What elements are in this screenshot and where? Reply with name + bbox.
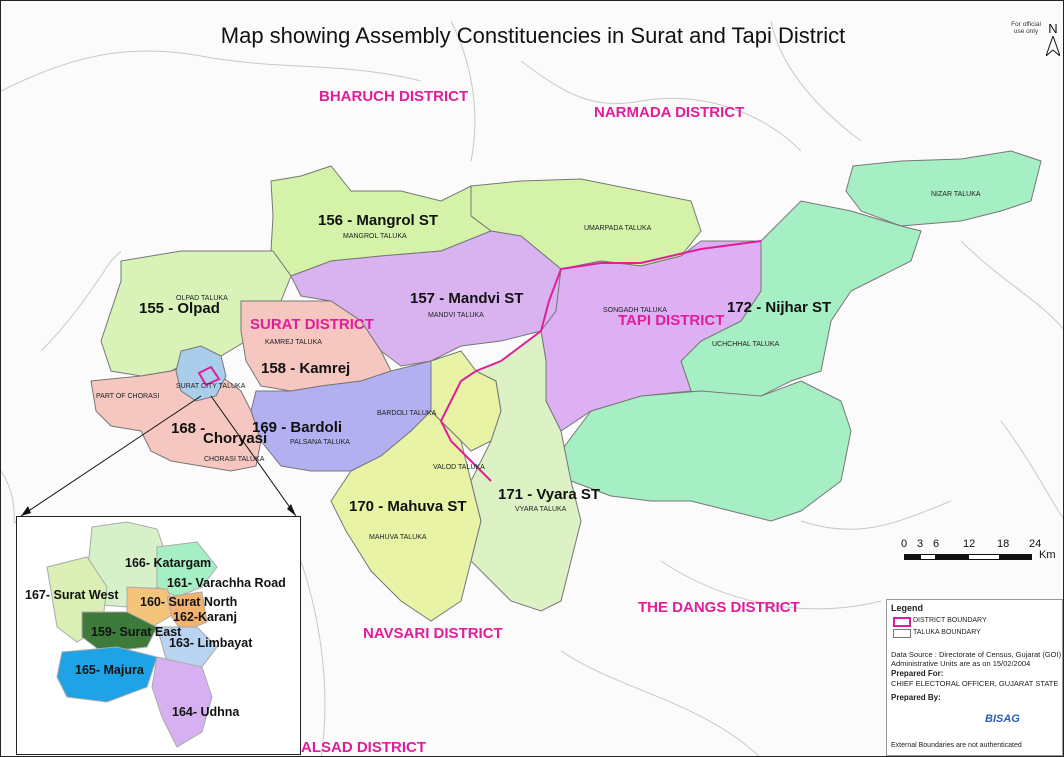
scale-unit: Km [1039,549,1056,561]
taluka-label-olpad: OLPAD TALUKA [176,295,228,302]
legend-taluka-label: TALUKA BOUNDARY [913,629,981,636]
district-boundary-north [560,240,762,270]
inset-label-surat-west: 167- Surat West [25,588,119,602]
scale-tick-12: 12 [963,538,976,550]
scale-tick-0: 0 [901,538,908,550]
inset-canvas [46,521,218,748]
constituency-label-mangrol: 156 - Mangrol ST [318,212,439,229]
constituency-label-olpad: 155 - Olpad [139,300,220,317]
inset-pointer-left [20,395,202,517]
legend-district-label: DISTRICT BOUNDARY [913,617,987,624]
inset-label-varachha: 161- Varachha Road [167,576,286,590]
legend-admin-units: Administrative Units are as on 15/02/200… [891,659,1031,668]
choryasi-region [90,360,262,472]
constituency-label-bardoli: 169 - Bardoli [252,419,343,436]
inset-pointer-right [210,395,297,517]
legend-district-swatch [893,617,911,627]
district-label-dangs: THE DANGS DISTRICT [638,599,800,616]
scale-tick-24: 24 [1029,538,1042,550]
district-label-navsari: NAVSARI DISTRICT [363,625,503,642]
taluka-label-mandvi: MANDVI TALUKA [428,312,484,319]
constituency-label-choryasi-num: 168 - [171,420,206,437]
inset-limbayat-shape [156,626,218,668]
taluka-label-mahuva: MAHUVA TALUKA [369,534,427,541]
constituency-label-vyara: 171 - Vyara ST [498,486,601,503]
uchchhal-region [560,380,852,522]
inset-label-surat-north: 160- Surat North [140,595,238,609]
legend-prepared-by-label: Prepared By: [891,693,941,702]
constituency-label-mandvi: 157 - Mandvi ST [410,290,524,307]
taluka-label-uchchhal: UCHCHHAL TALUKA [712,341,780,348]
constituency-label-mahuva: 170 - Mahuva ST [349,498,467,515]
nizar-taluka-shape [845,150,1042,227]
inset-label-udhna: 164- Udhna [172,705,240,719]
legend-prepared-for: CHIEF ELECTORAL OFFICER, GUJARAT STATE [891,679,1059,688]
inset-label-katargam: 166- Katargam [125,556,212,570]
taluka-label-surat-city: SURAT CITY TALUKA [176,383,246,390]
legend-taluka-swatch [893,629,911,638]
map-title: Map showing Assembly Constituencies in S… [220,23,846,48]
inset-arrow-left [21,506,31,516]
legend-data-source: Data Source : Directorate of Census, Guj… [891,650,1062,659]
taluka-label-songadh: SONGADH TALUKA [603,307,667,314]
surat-city-region [175,345,227,402]
taluka-label-mangrol: MANGROL TALUKA [343,233,407,240]
taluka-label-vyara: VYARA TALUKA [515,506,567,513]
bisag-logo: BISAG [985,713,1020,725]
taluka-label-bardoli: BARDOLI TALUKA [377,410,437,417]
outer-boundaries [1,20,1063,756]
inset-map: 166- Katargam 161- Varachha Road 167- Su… [16,516,301,755]
inset-label-majura: 165- Majura [75,663,144,677]
scale-bar: 0 3 6 12 18 24 Km [901,538,1061,562]
district-label-tapi: TAPI DISTRICT [618,312,725,329]
district-boundary-west [439,268,562,482]
scale-tick-3: 3 [917,538,924,550]
inset-surat-east-shape [81,611,158,653]
taluka-label-chorasi: CHORASI TALUKA [204,456,265,463]
taluka-label-palsana: PALSANA TALUKA [290,439,350,446]
inset-majura-shape [56,646,158,703]
scale-tick-18: 18 [997,538,1010,550]
vyara-region [470,330,582,612]
taluka-label-kamrej: KAMREJ TALUKA [265,339,322,346]
scale-bar-graphic: Km [901,549,1061,562]
district-label-bharuch: BHARUCH DISTRICT [319,88,469,105]
inset-label-surat-east: 159- Surat East [91,625,182,639]
legend-heading: Legend [891,603,924,613]
district-label-valsad: ALSAD DISTRICT [301,739,426,756]
coast-line [40,250,122,352]
city-boundary-marker [197,365,221,387]
official-note: For official use only [1011,21,1041,35]
scale-tick-6: 6 [933,538,940,550]
north-label: N [1048,21,1058,36]
taluka-label-nizar: NIZAR TALUKA [931,191,981,198]
constituency-label-nijhar: 172 - Nijhar ST [727,299,832,316]
scale-tick-labels: 0 3 6 12 18 24 [901,538,1061,552]
inset-arrow-right [287,504,296,516]
legend-prepared-for-label: Prepared For: [891,669,944,678]
north-arrow-icon: N [1044,21,1062,61]
legend-box: Legend DISTRICT BOUNDARY TALUKA BOUNDARY… [886,599,1063,756]
inset-label-karanj: 162-Karanj [173,610,237,624]
constituency-label-kamrej: 158 - Kamrej [261,360,351,377]
inset-label-limbayat: 163- Limbayat [169,636,253,650]
district-label-narmada: NARMADA DISTRICT [594,104,745,121]
district-label-surat: SURAT DISTRICT [250,316,374,333]
taluka-label-chorasi-part: PART OF CHORASI [96,393,160,400]
legend-footer: External Boundaries are not authenticate… [891,742,1022,749]
taluka-label-valod: VALOD TALUKA [433,464,485,471]
taluka-label-umarpada: UMARPADA TALUKA [584,225,652,232]
north-arrow-shape [1044,34,1062,58]
constituency-label-choryasi-name: Choryasi [203,430,268,447]
inset-varachha-shape [156,541,218,598]
inset-udhna-shape [151,656,213,748]
